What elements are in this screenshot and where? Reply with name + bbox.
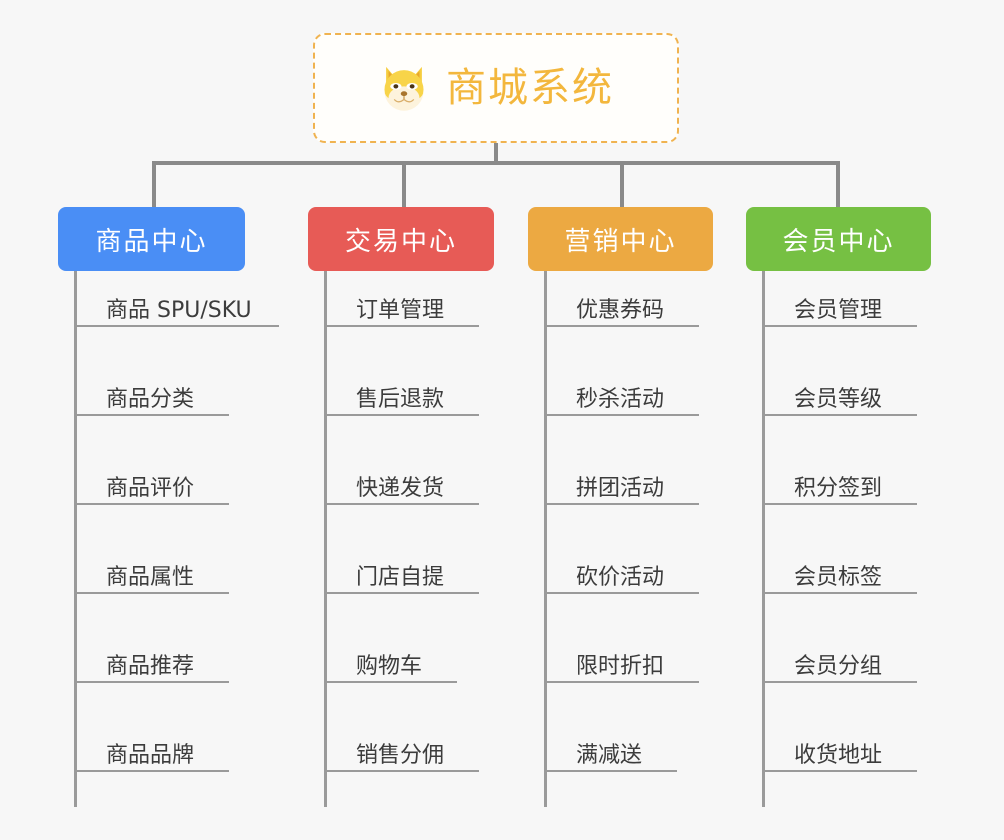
connector-bus <box>152 161 840 165</box>
root-title: 商城系统 <box>446 65 614 111</box>
leaf-label: 门店自提 <box>356 564 445 590</box>
category-label-4: 会员中心 <box>782 226 895 257</box>
leaf-item[interactable]: 订单管理 <box>324 271 479 327</box>
leaf-label: 商品分类 <box>106 386 195 412</box>
leaf-item[interactable]: 会员管理 <box>762 271 917 327</box>
spine-2 <box>324 271 327 807</box>
leaf-item[interactable]: 满减送 <box>544 716 677 772</box>
leaf-label: 商品品牌 <box>106 742 195 768</box>
category-label-2: 交易中心 <box>344 226 457 257</box>
leaf-label: 限时折扣 <box>576 653 665 679</box>
leaf-label: 商品评价 <box>106 475 195 501</box>
leaf-label: 会员分组 <box>794 653 883 679</box>
leaf-item[interactable]: 积分签到 <box>762 449 917 505</box>
root-node[interactable]: 商城系统 <box>313 33 679 143</box>
leaf-item[interactable]: 会员标签 <box>762 538 917 594</box>
leaf-label: 快递发货 <box>356 475 445 501</box>
leaf-item[interactable]: 商品评价 <box>74 449 229 505</box>
leaf-item[interactable]: 会员等级 <box>762 360 917 416</box>
category-header-2[interactable]: 交易中心 <box>308 207 494 271</box>
leaf-label: 秒杀活动 <box>576 386 665 412</box>
leaf-item[interactable]: 商品品牌 <box>74 716 229 772</box>
connector-drop-1 <box>152 161 156 207</box>
leaf-item[interactable]: 拼团活动 <box>544 449 699 505</box>
leaf-label: 商品推荐 <box>106 653 195 679</box>
connector-root-stem <box>494 143 498 164</box>
leaf-label: 商品 SPU/SKU <box>106 297 252 323</box>
leaf-item[interactable]: 优惠券码 <box>544 271 699 327</box>
leaf-item[interactable]: 会员分组 <box>762 627 917 683</box>
leaf-item[interactable]: 购物车 <box>324 627 457 683</box>
category-label-1: 商品中心 <box>95 226 208 257</box>
leaf-item[interactable]: 商品分类 <box>74 360 229 416</box>
leaf-item[interactable]: 商品属性 <box>74 538 229 594</box>
category-header-4[interactable]: 会员中心 <box>746 207 931 271</box>
leaf-item[interactable]: 商品推荐 <box>74 627 229 683</box>
spine-1 <box>74 271 77 807</box>
leaf-label: 订单管理 <box>356 297 445 323</box>
shiba-dog-icon <box>384 66 424 111</box>
leaf-label: 收货地址 <box>794 742 883 768</box>
connector-drop-2 <box>402 161 406 207</box>
leaf-item[interactable]: 限时折扣 <box>544 627 699 683</box>
spine-3 <box>544 271 547 807</box>
category-label-3: 营销中心 <box>564 226 677 257</box>
leaf-label: 售后退款 <box>356 386 445 412</box>
leaf-label: 会员等级 <box>794 386 883 412</box>
leaf-item[interactable]: 砍价活动 <box>544 538 699 594</box>
leaf-item[interactable]: 销售分佣 <box>324 716 479 772</box>
leaf-label: 会员标签 <box>794 564 883 590</box>
category-header-3[interactable]: 营销中心 <box>528 207 713 271</box>
leaf-label: 购物车 <box>356 653 423 679</box>
connector-drop-3 <box>620 161 624 207</box>
leaf-label: 销售分佣 <box>356 742 445 768</box>
spine-4 <box>762 271 765 807</box>
category-header-1[interactable]: 商品中心 <box>58 207 245 271</box>
leaf-label: 积分签到 <box>794 475 883 501</box>
leaf-label: 砍价活动 <box>576 564 665 590</box>
leaf-label: 优惠券码 <box>576 297 665 323</box>
leaf-item[interactable]: 售后退款 <box>324 360 479 416</box>
leaf-label: 会员管理 <box>794 297 883 323</box>
leaf-item[interactable]: 秒杀活动 <box>544 360 699 416</box>
leaf-item[interactable]: 收货地址 <box>762 716 917 772</box>
leaf-label: 满减送 <box>576 742 643 768</box>
leaf-item[interactable]: 快递发货 <box>324 449 479 505</box>
leaf-label: 拼团活动 <box>576 475 665 501</box>
leaf-item[interactable]: 门店自提 <box>324 538 479 594</box>
connector-drop-4 <box>836 161 840 207</box>
leaf-label: 商品属性 <box>106 564 195 590</box>
leaf-item[interactable]: 商品 SPU/SKU <box>74 271 279 327</box>
